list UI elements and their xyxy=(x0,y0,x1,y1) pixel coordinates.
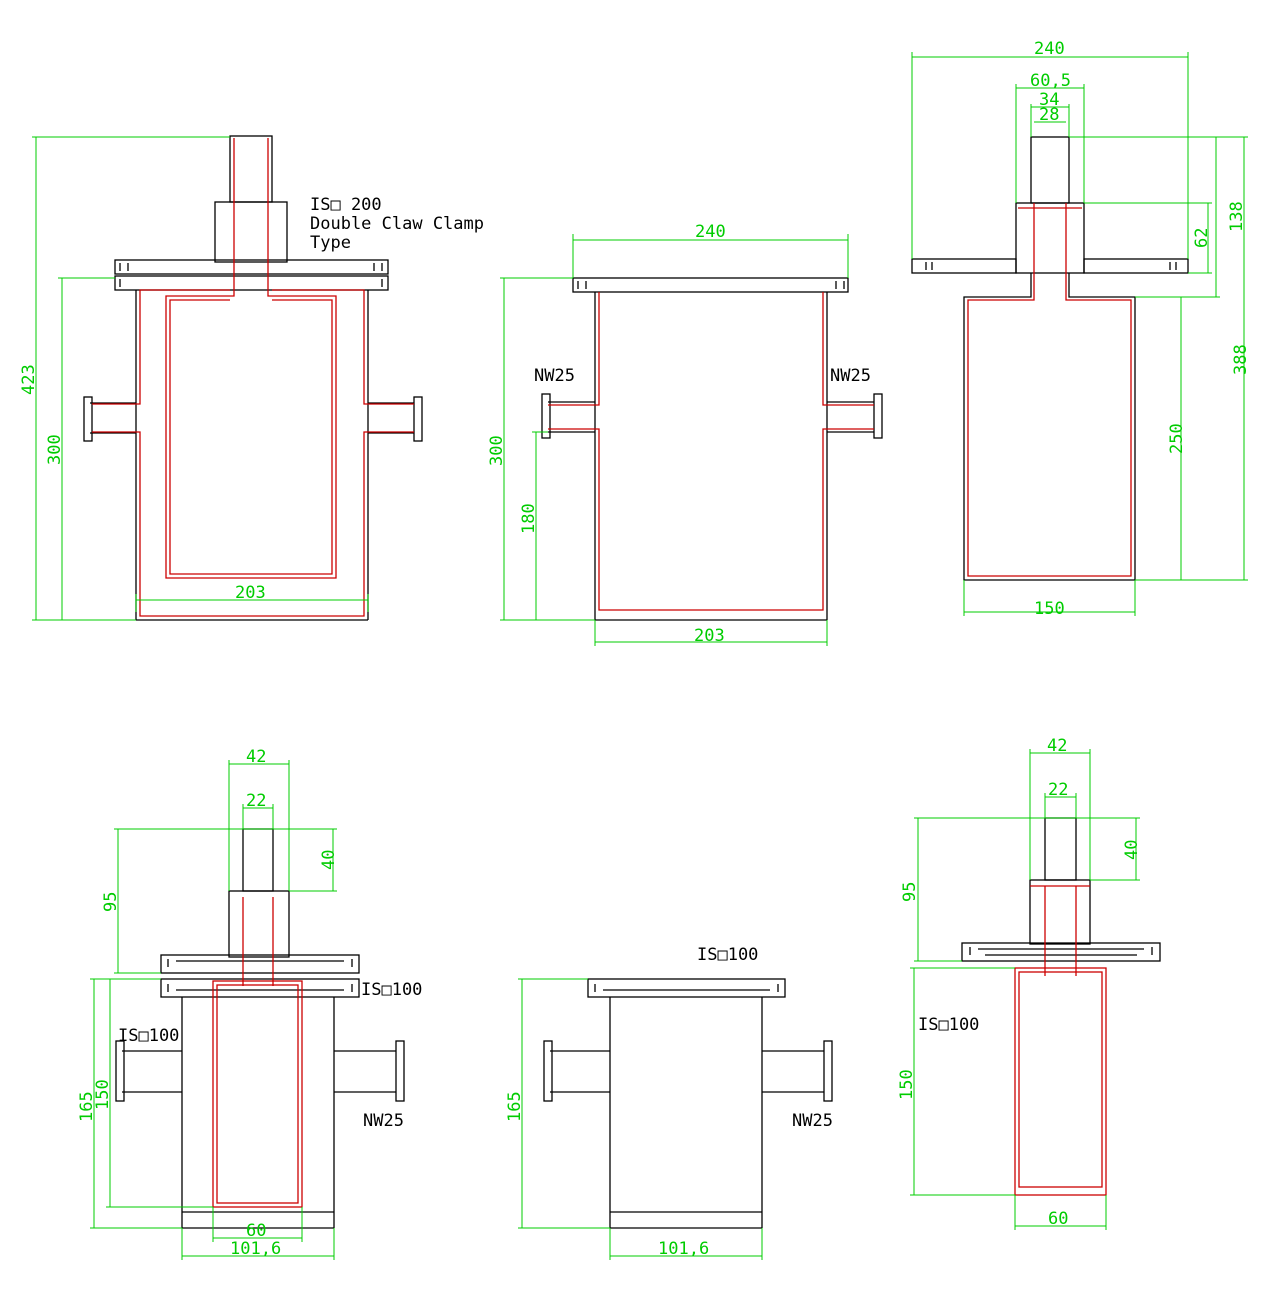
nw-label: NW25 xyxy=(792,1111,833,1131)
dim-width: 101,6 xyxy=(658,1239,709,1259)
dim-flange-width: 240 xyxy=(695,222,726,242)
inner-vessel xyxy=(212,897,303,1208)
chamber-outline xyxy=(911,136,1189,581)
chamber-outline xyxy=(83,135,423,621)
dim-port-height: 180 xyxy=(519,503,539,534)
dim-width: 203 xyxy=(235,583,266,603)
view-bottom-right: 42 22 40 95 150 60 IS□100 xyxy=(897,736,1161,1230)
view-top-left: 423 300 203 IS□ 200 Double Claw Clamp Ty… xyxy=(19,135,484,621)
dimension-lines xyxy=(911,52,1248,616)
dim-w-outer: 101,6 xyxy=(230,1239,281,1259)
dim-d1: 42 xyxy=(1047,736,1067,756)
dimension-lines xyxy=(32,136,369,621)
dimension-lines xyxy=(518,978,763,1260)
inner-vessel xyxy=(967,203,1132,577)
view-top-right: 240 60,5 34 28 138 62 388 250 150 xyxy=(911,39,1251,619)
dim-h2: 62 xyxy=(1192,228,1212,248)
inner-wall xyxy=(548,292,874,611)
chamber-outline xyxy=(115,828,405,1229)
dim-d2: 22 xyxy=(246,791,266,811)
dim-h2: 95 xyxy=(900,882,920,902)
dim-h1: 40 xyxy=(1122,840,1142,860)
dim-h3: 388 xyxy=(1231,344,1251,375)
port-label: IS□100 xyxy=(118,1026,179,1046)
view-bottom-left: 42 22 40 95 165 150 60 101,6 IS□100 IS□1… xyxy=(77,747,422,1260)
clamp-label-line-3: Type xyxy=(310,233,351,253)
dim-width: 203 xyxy=(694,626,725,646)
dim-h4: 150 xyxy=(93,1079,113,1110)
view-bottom-middle: 165 101,6 IS□100 NW25 xyxy=(505,945,833,1260)
port-label: IS□100 xyxy=(918,1015,979,1035)
flange-label: IS□100 xyxy=(361,980,422,1000)
dim-d1: 60,5 xyxy=(1030,71,1071,91)
dim-h3: 165 xyxy=(77,1091,97,1122)
dim-h2: 95 xyxy=(101,892,121,912)
dim-width: 60 xyxy=(1048,1209,1068,1229)
dim-height: 165 xyxy=(505,1091,525,1122)
dim-d2: 34 xyxy=(1039,90,1059,110)
clamp-label-line-2: Double Claw Clamp xyxy=(310,214,484,234)
dim-height-total: 423 xyxy=(19,364,39,395)
port-label-right: NW25 xyxy=(830,366,871,386)
dim-h3: 150 xyxy=(897,1069,917,1100)
inner-vessel xyxy=(1014,885,1107,1196)
dim-h4: 250 xyxy=(1167,423,1187,454)
dim-width: 150 xyxy=(1034,599,1065,619)
dim-w-inner: 60 xyxy=(246,1221,266,1241)
flange-label: IS□100 xyxy=(697,945,758,965)
dim-d1: 42 xyxy=(246,747,266,767)
chamber-outline xyxy=(961,817,1161,962)
chamber-outline xyxy=(541,277,883,621)
dim-height: 300 xyxy=(487,435,507,466)
dim-h1: 40 xyxy=(319,850,339,870)
view-top-middle: 240 300 180 203 NW25 NW25 xyxy=(487,222,883,646)
dim-h1: 138 xyxy=(1227,201,1247,232)
port-label-left: NW25 xyxy=(534,366,575,386)
dim-d3: 28 xyxy=(1039,105,1059,125)
dim-height-body: 300 xyxy=(45,434,65,465)
dimension-lines xyxy=(910,749,1140,1230)
nw-label: NW25 xyxy=(363,1111,404,1131)
dimension-lines xyxy=(500,234,849,646)
chamber-outline xyxy=(543,978,833,1229)
clamp-label-line-1: IS□ 200 xyxy=(310,195,382,215)
dim-d2: 22 xyxy=(1048,780,1068,800)
dimension-lines xyxy=(90,760,337,1260)
dim-flange-width: 240 xyxy=(1034,39,1065,59)
inner-vessel xyxy=(92,138,414,617)
